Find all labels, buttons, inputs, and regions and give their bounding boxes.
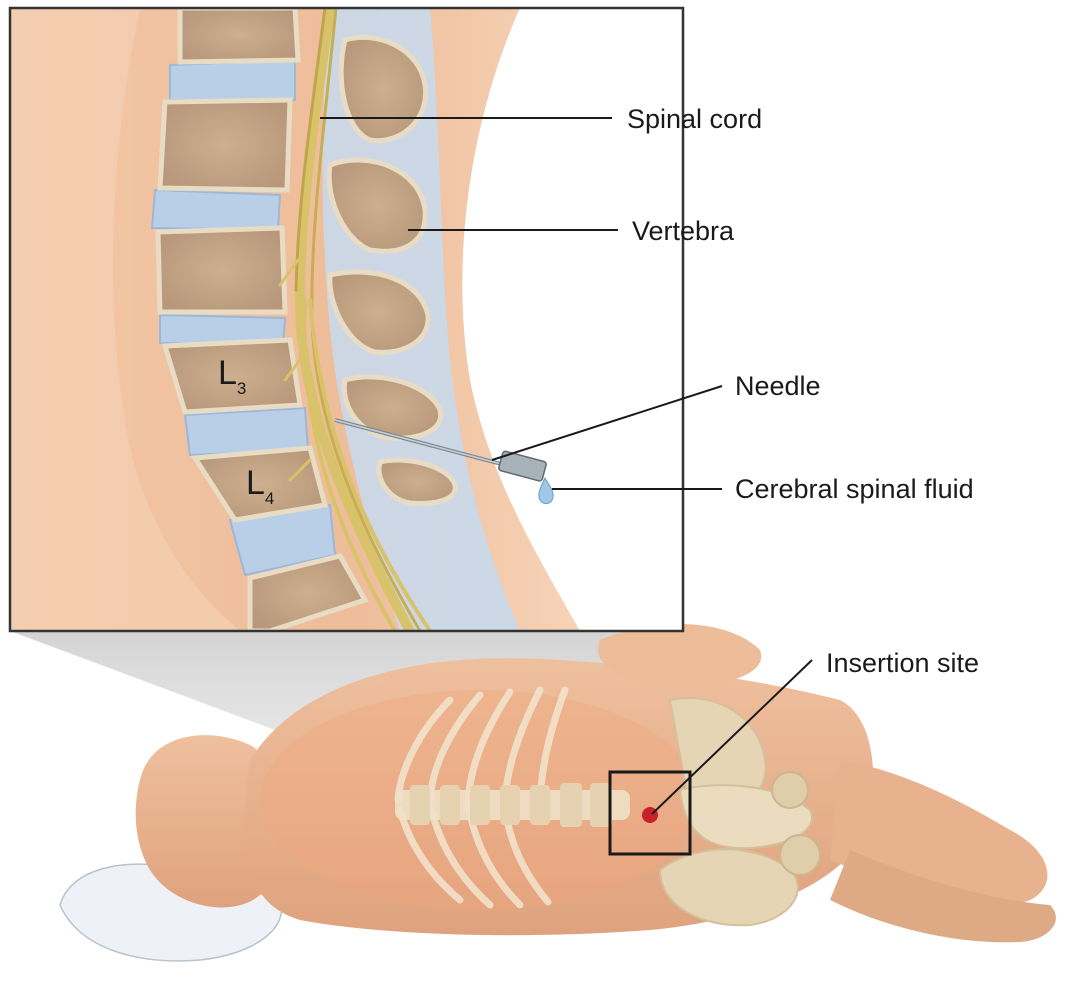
vertebra-body-upper (158, 228, 285, 312)
spine-cross-section-inset (10, 8, 683, 631)
label-spinal-cord: Spinal cord (627, 104, 762, 134)
label-insertion-site: Insertion site (826, 648, 979, 678)
label-needle: Needle (735, 371, 821, 401)
label-cerebral-spinal-fluid: Cerebral spinal fluid (735, 474, 974, 504)
label-vertebra: Vertebra (632, 216, 735, 246)
